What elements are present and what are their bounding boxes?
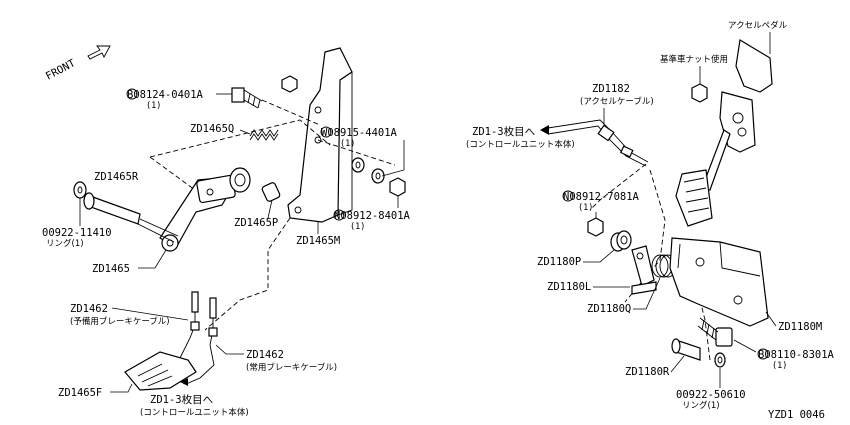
diagram-code: YZD1 0046: [768, 409, 825, 421]
label-w08915: W08915-4401A: [321, 127, 398, 139]
bushing-zd1180p-icon: [610, 230, 632, 252]
label-to-unit-a: ZD1-3枚目へ: [150, 393, 213, 406]
alignment-line: [261, 99, 321, 126]
label-00922-11410: 00922-11410: [42, 227, 112, 239]
alignment-line: [589, 163, 647, 211]
nut-standard-icon: [691, 83, 708, 103]
label-zd1462b: ZD1462: [246, 349, 284, 361]
arrow-left-icon: [180, 378, 188, 386]
washer-icon: [351, 157, 365, 173]
label-to-unit-b-sub: (コントロールユニット本体): [466, 139, 575, 150]
alignment-line: [204, 217, 291, 331]
arrow-left-b-icon: [540, 125, 549, 135]
label-n08912-8401-qty: (1): [350, 222, 365, 232]
accelerator-pedal-assembly: [675, 39, 773, 227]
front-label: FRONT: [44, 57, 78, 83]
ring-00922-11410-icon: [73, 181, 87, 199]
label-zd1462a: ZD1462: [70, 303, 108, 315]
collar-zd1180r-icon: [671, 338, 701, 361]
bracket-zd1180m: [669, 237, 769, 327]
alignment-line: [699, 299, 711, 361]
label-zd1465f: ZD1465F: [58, 387, 102, 399]
ring-00922-50610-icon: [714, 352, 726, 368]
label-n08912-7081-qty: (1): [578, 203, 593, 213]
label-zd1465m: ZD1465M: [296, 235, 340, 247]
label-zd1180l: ZD1180L: [547, 281, 591, 293]
pedal-arm-zd1465: [159, 167, 251, 252]
bolt-08110-icon: [697, 317, 733, 347]
label-zd1182-sub: (アクセルケーブル): [580, 96, 654, 107]
label-00922-50610: 00922-50610: [676, 389, 746, 401]
foot-pedal-zd1465f: [124, 351, 197, 391]
alignment-line: [624, 169, 666, 303]
label-08124-qty: (1): [146, 101, 161, 111]
label-08124: B08124-0401A: [127, 89, 204, 101]
label-to-unit-a-sub: (コントロールユニット本体): [140, 407, 249, 418]
label-zd1180r: ZD1180R: [625, 366, 670, 378]
label-zd1465q: ZD1465Q: [190, 123, 234, 135]
pin-zd1465p-icon: [261, 182, 281, 202]
label-00922-50610-qty: リング(1): [682, 400, 720, 411]
label-00922-11410-qty: リング(1): [46, 238, 84, 249]
label-to-unit-b: ZD1-3枚目へ: [472, 125, 535, 138]
label-n08912-7081: N08912-7081A: [563, 191, 640, 203]
nut-top-icon: [281, 75, 298, 93]
label-nut-note: 基準車ナット使用: [660, 54, 728, 65]
label-zd1465r: ZD1465R: [94, 171, 139, 183]
label-b08110-qty: (1): [772, 361, 787, 371]
spring-washer-icon: [371, 168, 385, 184]
label-n08912-8401: N08912-8401A: [334, 210, 411, 222]
alignment-line: [149, 156, 196, 191]
label-zd1180q: ZD1180Q: [587, 303, 631, 315]
alignment-line: [317, 139, 396, 166]
accelerator-cable-zd1182: [547, 119, 649, 167]
label-accel-pedal: アクセルペダル: [728, 20, 788, 31]
label-zd1182: ZD1182: [592, 83, 630, 95]
label-zd1465: ZD1465: [92, 263, 130, 275]
nut-n08912-7081-icon: [587, 217, 604, 237]
label-b08110: B08110-8301A: [758, 349, 835, 361]
label-zd1462a-sub: (予備用ブレーキケーブル): [70, 316, 170, 327]
alignment-line: [149, 119, 331, 158]
nut-right-icon: [389, 177, 406, 197]
shaft-icon: [83, 192, 179, 243]
label-w08915-qty: (1): [340, 139, 355, 149]
brake-cable-a-icon: [177, 291, 200, 363]
lever-zd1180l: [631, 245, 657, 295]
label-zd1180m: ZD1180M: [778, 321, 822, 333]
label-zd1465p: ZD1465P: [234, 217, 278, 229]
bolt-08124-icon: [231, 87, 263, 109]
front-arrow-icon: [87, 45, 111, 60]
brake-cable-b-icon: [185, 297, 218, 385]
label-zd1462b-sub: (常用ブレーキケーブル): [246, 362, 337, 373]
bracket-zd1465m: [287, 47, 353, 223]
label-zd1180p: ZD1180P: [537, 256, 581, 268]
